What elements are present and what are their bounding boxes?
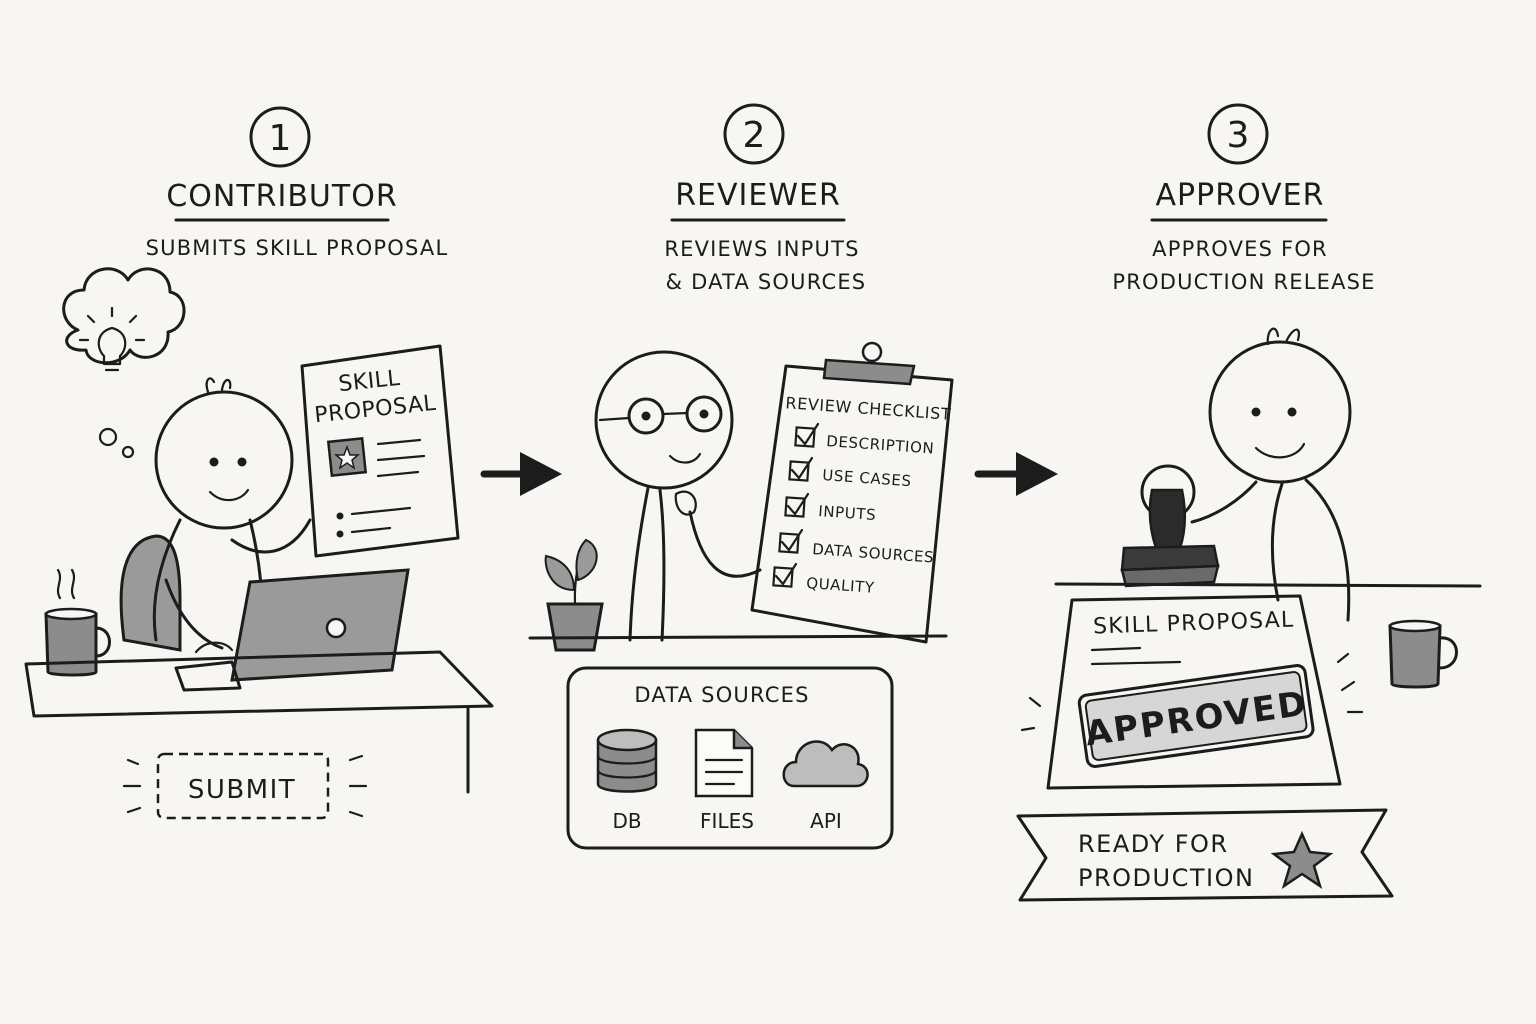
- database-icon: [596, 728, 658, 793]
- approver-desk: [1054, 582, 1482, 588]
- approver-person: [1190, 327, 1352, 622]
- approved-skill-proposal-document: Skill Proposal Approved: [1020, 594, 1364, 790]
- checkmark-icon: [786, 492, 810, 516]
- approved-stamp-mark: Approved: [1077, 664, 1315, 768]
- step-1-title: Contributor: [166, 179, 397, 214]
- skill-proposal-document: Skill Proposal: [300, 344, 460, 558]
- contributor-desk: [24, 650, 494, 794]
- rubber-stamp: [1120, 464, 1220, 588]
- svg-text:Description: Description: [826, 432, 935, 457]
- approved-document-title: Skill Proposal: [1093, 607, 1295, 639]
- checklist-item-inputs: Inputs: [784, 492, 877, 524]
- reviewer-person: [594, 350, 762, 642]
- cloud-icon: [782, 740, 869, 788]
- lightbulb-icon: [78, 306, 146, 372]
- review-checklist-clipboard: Review Checklist Description Use cases I…: [750, 341, 954, 644]
- checkmark-icon: [790, 456, 814, 480]
- ready-for-production-banner: Ready for Production: [1016, 808, 1394, 902]
- banner-text-line-2: Production: [1078, 864, 1254, 892]
- step-3: 3 Approver Approves for production relea…: [1016, 103, 1482, 902]
- data-source-files-label: Files: [700, 809, 754, 833]
- arrow-right-icon: [480, 452, 562, 496]
- step-1-number-circle: [249, 106, 311, 168]
- step-1: 1 Contributor Submits skill proposal: [24, 106, 494, 820]
- svg-text:Inputs: Inputs: [818, 502, 877, 524]
- data-sources-panel: Data Sources DB Files API: [566, 666, 894, 850]
- svg-text:Quality: Quality: [806, 574, 876, 597]
- step-3-title: Approver: [1156, 178, 1325, 213]
- checkmark-icon: [796, 422, 820, 446]
- submit-button[interactable]: Submit: [122, 752, 368, 820]
- svg-text:Use cases: Use cases: [822, 466, 912, 490]
- idea-thought-cloud: [62, 267, 186, 459]
- step-1-number: 1: [269, 118, 292, 159]
- checklist-item-quality: Quality: [772, 562, 876, 597]
- star-icon: [1270, 830, 1334, 889]
- data-sources-title: Data Sources: [634, 683, 809, 707]
- checklist-item-data-sources: Data sources: [778, 528, 935, 567]
- reviewer-desk: [528, 634, 948, 640]
- step-3-description-line-1: Approves for: [1152, 237, 1328, 261]
- step-2-description-line-1: Reviews inputs: [664, 237, 859, 261]
- laptop: [174, 568, 410, 692]
- checklist-title: Review Checklist: [785, 393, 952, 424]
- coffee-mug: [44, 568, 111, 677]
- step-2: 2 Reviewer Reviews inputs & data sources: [528, 103, 954, 850]
- step-2-title: Reviewer: [675, 178, 841, 213]
- potted-plant-icon: [544, 538, 604, 652]
- step-3-number-circle: [1207, 103, 1269, 165]
- step-2-description-line-2: & data sources: [666, 270, 867, 294]
- step-3-number: 3: [1227, 115, 1250, 156]
- data-source-db-label: DB: [612, 809, 641, 833]
- arrow-right-icon: [974, 452, 1058, 496]
- file-icon: [694, 728, 754, 798]
- star-icon: [333, 444, 361, 470]
- checkmark-icon: [780, 528, 804, 552]
- office-chair: [119, 534, 182, 652]
- step-1-description-line-1: Submits skill proposal: [146, 236, 449, 260]
- document-title-line-1: Skill: [337, 366, 401, 397]
- checklist-item-use-cases: Use cases: [788, 456, 912, 490]
- svg-text:Data sources: Data sources: [812, 540, 935, 566]
- step-2-number-circle: [723, 103, 785, 165]
- checkmark-icon: [774, 562, 798, 586]
- data-source-api-label: API: [810, 809, 842, 833]
- checklist-item-description: Description: [794, 422, 935, 458]
- coffee-mug: [1388, 619, 1458, 689]
- banner-text-line-1: Ready for: [1078, 830, 1229, 858]
- step-3-description-line-2: production release: [1112, 270, 1375, 294]
- submit-button-label: Submit: [188, 775, 296, 805]
- step-2-number: 2: [743, 115, 766, 156]
- document-title-line-2: Proposal: [313, 391, 437, 429]
